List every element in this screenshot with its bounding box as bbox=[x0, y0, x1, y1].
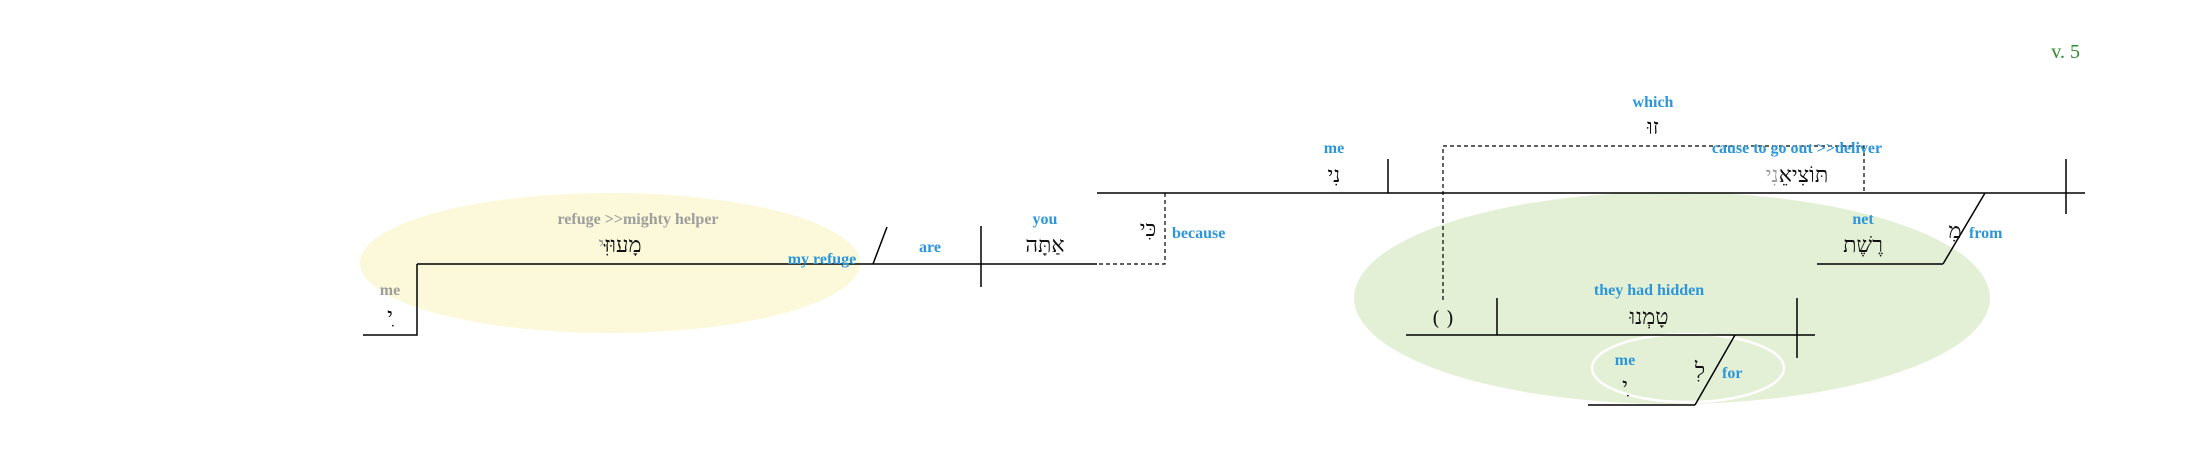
gloss-my-refuge: my refuge bbox=[788, 251, 857, 268]
possessive-step bbox=[363, 264, 418, 336]
gloss-are: are bbox=[919, 239, 941, 256]
hebrew-tamnu: טָמְנוּ bbox=[1628, 305, 1668, 330]
gloss-me-for: me bbox=[1615, 352, 1635, 369]
hebrew-atah: אַתָּה bbox=[1025, 233, 1064, 258]
hebrew-li-suffix: ִי bbox=[1622, 374, 1629, 399]
gloss-they-had-hidden: they had hidden bbox=[1594, 282, 1704, 299]
hebrew-reshet: רֶשֶׁת bbox=[1843, 233, 1884, 258]
word-atah: you אַתָּה bbox=[1025, 211, 1064, 258]
hebrew-maozi-suffix: ִּי bbox=[598, 233, 604, 258]
gloss-for: for bbox=[1722, 365, 1742, 382]
empty-subject: ( ) bbox=[1432, 306, 1454, 330]
gloss-me-object: me bbox=[1324, 140, 1344, 157]
verse-label: v. 5 bbox=[2051, 41, 2080, 63]
highlight-yellow-ellipse bbox=[360, 193, 860, 333]
gloss-because: because bbox=[1172, 225, 1225, 242]
because-connector bbox=[1097, 193, 1166, 265]
hebrew-zu: זוּ bbox=[1646, 115, 1659, 140]
gloss-me-possessive: me bbox=[380, 282, 400, 299]
gloss-from: from bbox=[1969, 225, 2003, 242]
highlight-inner-ellipse bbox=[1590, 332, 1786, 404]
for-slant bbox=[1694, 334, 1736, 406]
word-totzieni: cause to go out >>deliver תּוֹצִיאֵנִי bbox=[1712, 140, 1882, 188]
copula-slant bbox=[872, 226, 888, 265]
hebrew-totzieni-suffix: נִי bbox=[1766, 163, 1779, 188]
hebrew-ni: נִי bbox=[1328, 163, 1341, 188]
hebrew-yi-suffix: ִי bbox=[387, 304, 394, 329]
gloss-net: net bbox=[1852, 211, 1874, 228]
word-ni: me נִי bbox=[1324, 140, 1344, 188]
highlight-green-ellipse bbox=[1354, 192, 1990, 404]
relative-connector bbox=[1442, 145, 1865, 300]
word-zu: which זוּ bbox=[1633, 94, 1674, 140]
gloss-you: you bbox=[1033, 211, 1058, 228]
gloss-refuge-mighty-helper: refuge>>mighty helper bbox=[557, 211, 718, 228]
hebrew-mi: מֵ bbox=[1948, 219, 1961, 244]
gloss-which: which bbox=[1633, 94, 1674, 111]
hebrew-totzieni: תּוֹצִיאֵנִי bbox=[1766, 163, 1828, 188]
gloss-cause-to-go-out: cause to go out >>deliver bbox=[1712, 140, 1882, 157]
word-maozi: refuge>>mighty helper מָעוּזִּּי my refu… bbox=[557, 211, 856, 268]
hebrew-maozi: מָעוּזִּּי bbox=[598, 233, 641, 258]
hebrew-ki: כִּי bbox=[1140, 217, 1157, 242]
hebrew-li: לִ bbox=[1694, 359, 1705, 384]
word-tamnu: they had hidden טָמְנוּ bbox=[1594, 282, 1704, 330]
from-slant bbox=[1942, 192, 1986, 265]
